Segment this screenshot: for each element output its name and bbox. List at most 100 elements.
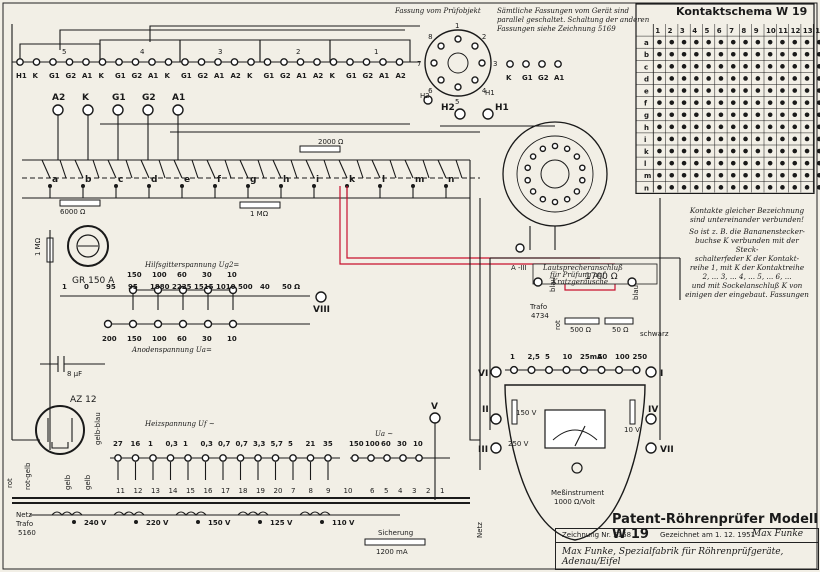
heater-jack[interactable] bbox=[201, 454, 210, 462]
anode-jack[interactable] bbox=[178, 319, 188, 329]
octal-pin[interactable] bbox=[539, 195, 547, 203]
top-pin[interactable] bbox=[49, 58, 57, 66]
octal-pin[interactable] bbox=[578, 176, 586, 184]
top-pin[interactable] bbox=[280, 58, 288, 66]
jack-a-iii[interactable] bbox=[515, 243, 525, 253]
socket-pin[interactable] bbox=[430, 59, 438, 67]
octal-pin[interactable] bbox=[524, 176, 532, 184]
heater-jack[interactable] bbox=[254, 454, 262, 462]
heater-jack[interactable] bbox=[219, 454, 227, 462]
top-pin[interactable] bbox=[346, 58, 354, 66]
heater-jack[interactable] bbox=[306, 454, 315, 462]
terminal-viii[interactable] bbox=[315, 291, 327, 303]
top-pin[interactable] bbox=[131, 58, 140, 66]
meter-jack[interactable] bbox=[544, 365, 554, 375]
meter-jack[interactable] bbox=[579, 365, 589, 375]
anode-jack[interactable] bbox=[228, 319, 238, 329]
terminal-iii[interactable] bbox=[490, 442, 502, 454]
anode-jack[interactable] bbox=[103, 319, 113, 329]
top-pin[interactable] bbox=[230, 58, 239, 66]
socket-pin[interactable] bbox=[454, 35, 462, 43]
top-pin[interactable] bbox=[263, 58, 272, 66]
octal-pin[interactable] bbox=[578, 164, 586, 172]
aux-jack[interactable] bbox=[203, 285, 213, 295]
socket-pin[interactable] bbox=[471, 42, 479, 50]
ua-jack[interactable] bbox=[367, 454, 375, 462]
octal-pin[interactable] bbox=[573, 153, 581, 160]
ua-jack[interactable] bbox=[351, 454, 359, 462]
banana-jack[interactable] bbox=[142, 104, 154, 116]
aux-jack[interactable] bbox=[128, 285, 138, 295]
terminal-vii[interactable] bbox=[645, 442, 657, 454]
anode-jack[interactable] bbox=[203, 319, 213, 329]
octal-pin[interactable] bbox=[573, 188, 581, 195]
terminal-i[interactable] bbox=[645, 366, 657, 378]
heater-jack[interactable] bbox=[131, 454, 140, 462]
heater-jack[interactable] bbox=[149, 454, 157, 462]
top-pin[interactable] bbox=[181, 58, 189, 66]
terminal-v[interactable] bbox=[429, 412, 441, 424]
socket-pin[interactable] bbox=[437, 76, 445, 84]
aux-jack[interactable] bbox=[153, 285, 163, 295]
socket-pin[interactable] bbox=[478, 59, 486, 67]
banana-jack[interactable] bbox=[52, 104, 64, 116]
top-pin[interactable] bbox=[395, 58, 404, 66]
heater-jack[interactable] bbox=[184, 454, 192, 462]
anode-jack[interactable] bbox=[153, 319, 163, 329]
top-pin[interactable] bbox=[65, 58, 74, 66]
octal-pin[interactable] bbox=[563, 145, 571, 153]
top-pin[interactable] bbox=[16, 58, 24, 66]
speaker-jack-right[interactable] bbox=[627, 277, 637, 287]
aux-jack[interactable] bbox=[178, 285, 188, 295]
h2-top-terminal[interactable] bbox=[423, 95, 433, 105]
heater-jack[interactable] bbox=[324, 454, 332, 462]
octal-pin[interactable] bbox=[563, 195, 571, 203]
top-pin[interactable] bbox=[247, 58, 255, 66]
top-pin[interactable] bbox=[329, 58, 338, 66]
octal-pin[interactable] bbox=[551, 142, 559, 150]
top-pin[interactable] bbox=[313, 58, 321, 66]
terminal-vi[interactable] bbox=[490, 366, 502, 378]
heater-jack[interactable] bbox=[289, 454, 297, 462]
speaker-jack-left[interactable] bbox=[533, 277, 543, 287]
top-pin[interactable] bbox=[214, 58, 222, 66]
banana-jack[interactable] bbox=[172, 104, 184, 116]
socket-pin[interactable] bbox=[454, 83, 462, 91]
terminal-ii[interactable] bbox=[490, 413, 502, 425]
heater-jack[interactable] bbox=[236, 454, 245, 462]
right-pin[interactable] bbox=[554, 60, 562, 68]
right-pin[interactable] bbox=[522, 60, 530, 68]
socket-pin[interactable] bbox=[471, 76, 479, 84]
octal-pin[interactable] bbox=[529, 188, 537, 195]
octal-pin[interactable] bbox=[529, 153, 537, 160]
heater-jack[interactable] bbox=[271, 454, 280, 462]
top-pin[interactable] bbox=[115, 58, 123, 66]
meter-jack[interactable] bbox=[632, 365, 641, 375]
top-pin[interactable] bbox=[379, 58, 387, 66]
octal-pin[interactable] bbox=[551, 198, 559, 206]
meter-jack[interactable] bbox=[597, 365, 606, 375]
ua-jack[interactable] bbox=[383, 454, 391, 462]
jack-h1[interactable] bbox=[482, 108, 494, 120]
top-pin[interactable] bbox=[148, 58, 156, 66]
meter-jack[interactable] bbox=[509, 365, 519, 375]
ua-jack[interactable] bbox=[415, 454, 423, 462]
socket-pin[interactable] bbox=[437, 42, 445, 50]
heater-jack[interactable] bbox=[114, 454, 122, 462]
top-pin[interactable] bbox=[296, 58, 305, 66]
meter-jack[interactable] bbox=[562, 365, 571, 375]
banana-jack[interactable] bbox=[82, 104, 94, 116]
jack-h2[interactable] bbox=[454, 108, 466, 120]
top-pin[interactable] bbox=[197, 58, 206, 66]
right-pin[interactable] bbox=[506, 60, 514, 68]
top-pin[interactable] bbox=[82, 58, 90, 66]
top-pin[interactable] bbox=[98, 58, 107, 66]
banana-jack[interactable] bbox=[112, 104, 124, 116]
top-pin[interactable] bbox=[32, 58, 41, 66]
heater-jack[interactable] bbox=[166, 454, 175, 462]
top-pin[interactable] bbox=[164, 58, 173, 66]
meter-jack[interactable] bbox=[527, 365, 536, 375]
octal-pin[interactable] bbox=[539, 145, 547, 153]
right-pin[interactable] bbox=[538, 60, 546, 68]
meter-jack[interactable] bbox=[614, 365, 624, 375]
